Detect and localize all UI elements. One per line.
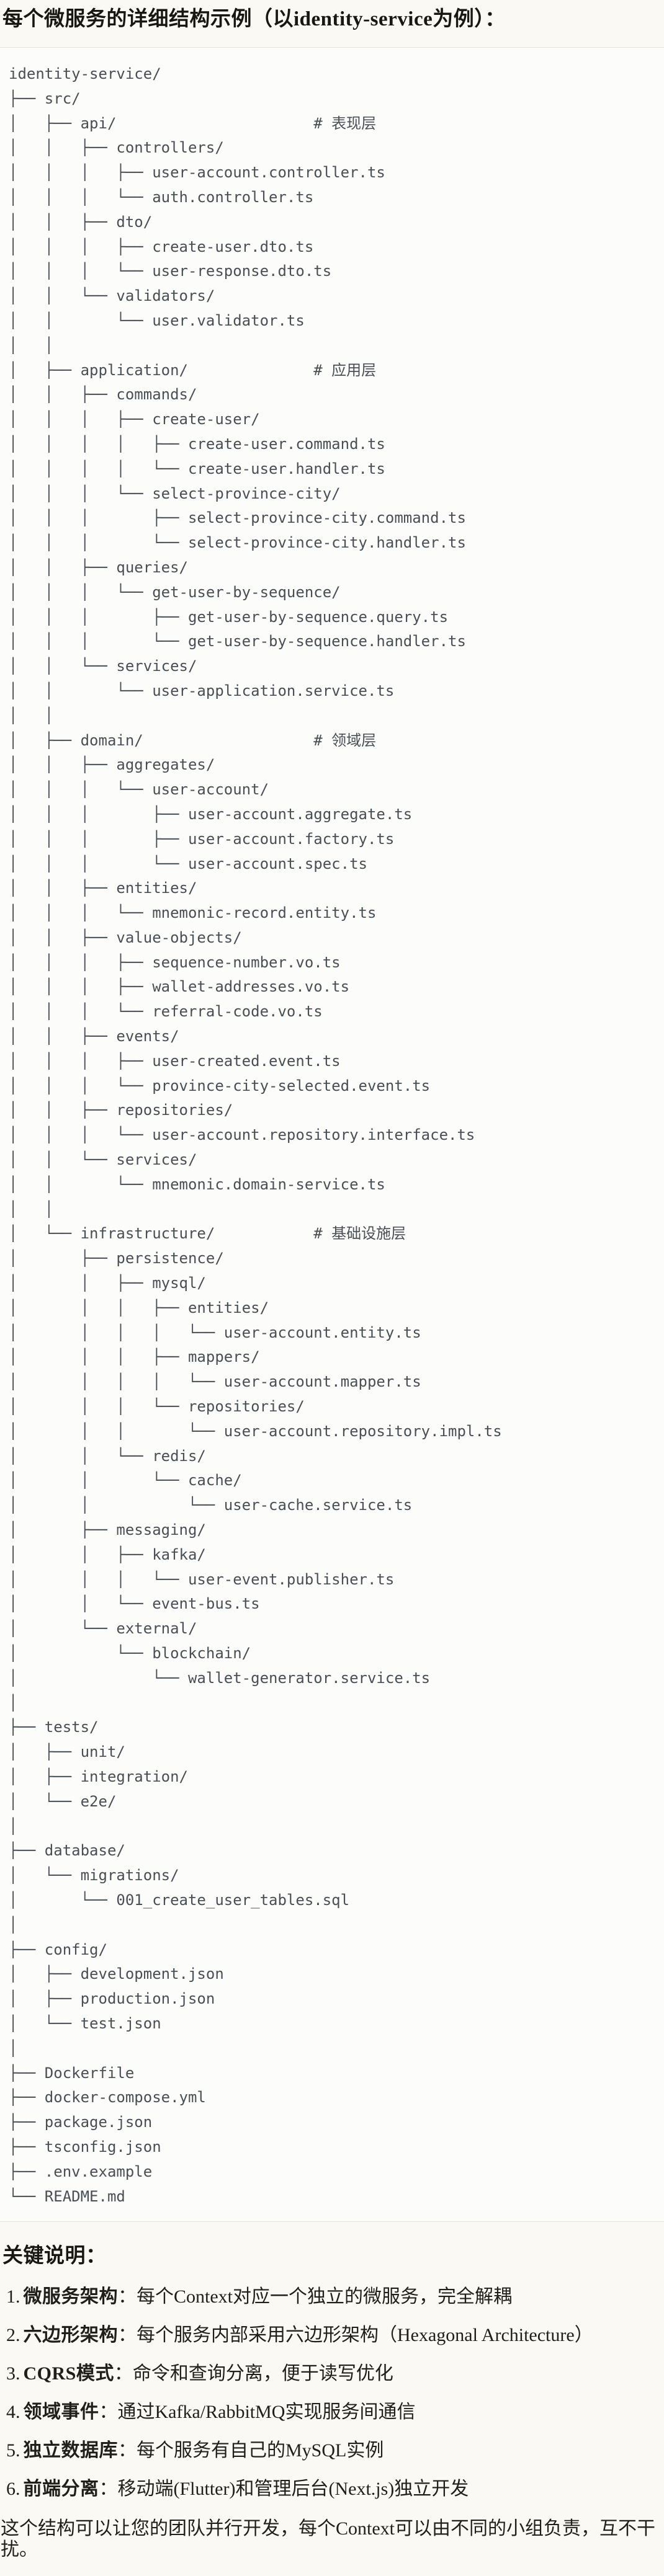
code-block: identity-service/ ├── src/ │ ├── api/ # … (0, 47, 664, 2223)
directory-tree: identity-service/ ├── src/ │ ├── api/ # … (9, 65, 502, 2205)
note-colon: ： (114, 2363, 133, 2384)
note-number: 6. (6, 2479, 20, 2500)
notes-heading: 关键说明： (2, 2245, 107, 2268)
note-colon: ： (99, 2402, 118, 2423)
note-number: 2. (6, 2325, 20, 2346)
note-colon: ： (118, 2286, 137, 2307)
note-label: 六边形架构 (23, 2325, 118, 2346)
note-item: 3.CQRS模式：命令和查询分离，便于读写优化 (6, 2363, 664, 2384)
note-text: 移动端(Flutter)和管理后台(Next.js)独立开发 (117, 2479, 469, 2500)
page-title: 每个微服务的详细结构示例（以identity-service为例）： (2, 8, 506, 30)
note-number: 1. (6, 2286, 20, 2307)
note-item: 4.领域事件：通过Kafka/RabbitMQ实现服务间通信 (6, 2402, 664, 2423)
notes-list: 1.微服务架构：每个Context对应一个独立的微服务，完全解耦 2.六边形架构… (0, 2286, 664, 2500)
note-text: 通过Kafka/RabbitMQ实现服务间通信 (117, 2402, 416, 2423)
note-colon: ： (118, 2325, 137, 2346)
note-item: 5.独立数据库：每个服务有自己的MySQL实例 (6, 2440, 664, 2461)
note-text: 每个Context对应一个独立的微服务，完全解耦 (137, 2286, 512, 2307)
note-label: 独立数据库 (23, 2440, 118, 2461)
note-label: CQRS模式 (23, 2363, 114, 2384)
note-item: 2.六边形架构：每个服务内部采用六边形架构（Hexagonal Architec… (6, 2325, 664, 2346)
note-label: 微服务架构 (23, 2286, 118, 2307)
note-item: 1.微服务架构：每个Context对应一个独立的微服务，完全解耦 (6, 2286, 664, 2307)
note-number: 4. (6, 2402, 20, 2423)
note-item: 6.前端分离：移动端(Flutter)和管理后台(Next.js)独立开发 (6, 2479, 664, 2500)
note-label: 前端分离 (23, 2479, 99, 2500)
note-number: 5. (6, 2440, 20, 2461)
note-label: 领域事件 (23, 2402, 99, 2423)
note-text: 命令和查询分离，便于读写优化 (132, 2363, 393, 2384)
note-colon: ： (99, 2479, 118, 2500)
note-text: 每个服务有自己的MySQL实例 (137, 2440, 384, 2461)
note-text: 每个服务内部采用六边形架构（Hexagonal Architecture） (137, 2325, 593, 2346)
note-colon: ： (118, 2440, 137, 2461)
note-number: 3. (6, 2363, 20, 2384)
closing-paragraph: 这个结构可以让您的团队并行开发，每个Context可以由不同的小组负责，互不干扰… (1, 2518, 655, 2560)
